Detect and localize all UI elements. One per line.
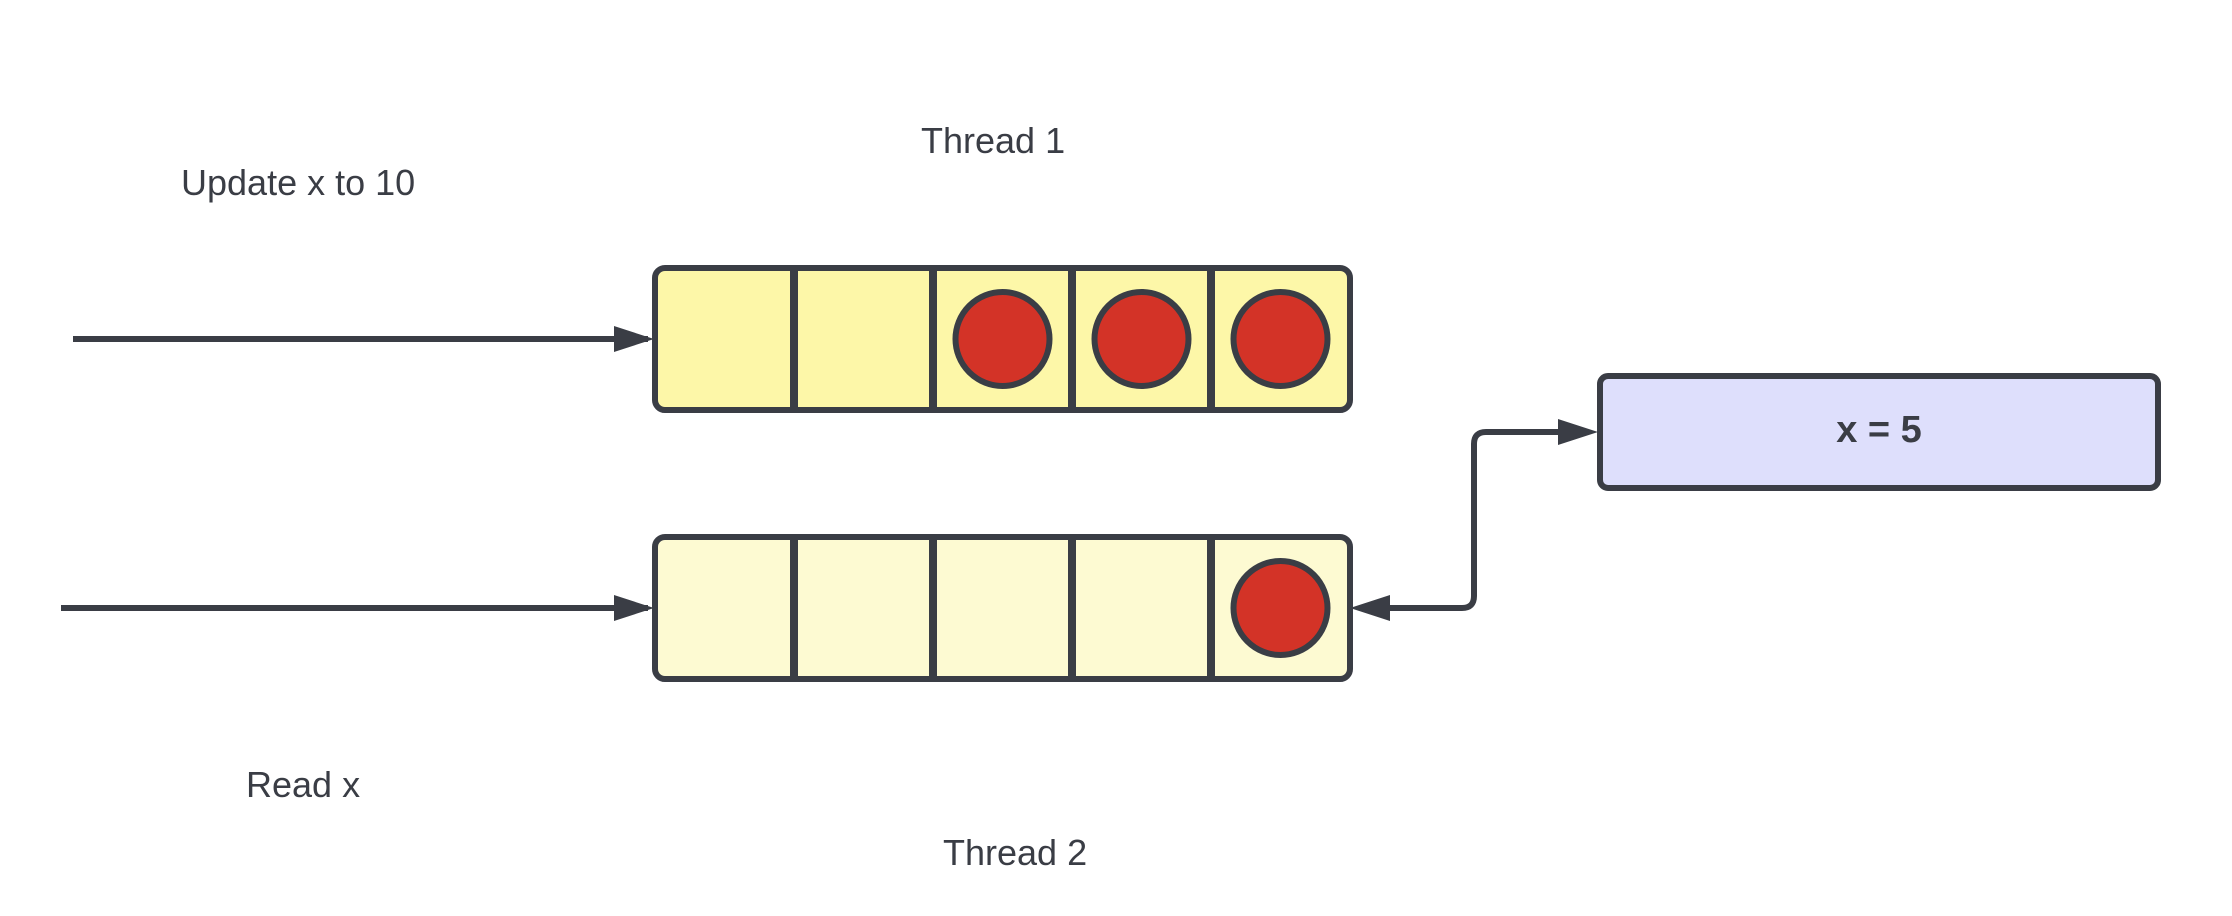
queue-token: [1230, 289, 1331, 389]
update-arrow-head: [614, 326, 654, 352]
thread-2-queue: [652, 534, 1353, 682]
update-x-label: Update x to 10: [181, 162, 416, 203]
memory-connector: [1390, 429, 1560, 611]
read-x-label: Read x: [246, 764, 361, 805]
read-arrow-head: [614, 595, 654, 621]
queue-token: [1230, 558, 1331, 658]
thread-1-label: Thread 1: [921, 120, 1066, 161]
memory-label: x = 5: [1836, 409, 1922, 451]
queue-arrow-head: [1350, 595, 1390, 621]
queue-token: [952, 289, 1053, 389]
memory-box: [1597, 373, 2161, 491]
thread-2-label: Thread 2: [943, 832, 1088, 873]
queue-frame: [652, 534, 1353, 682]
queue-token: [1091, 289, 1192, 389]
memory-arrow-head: [1558, 419, 1598, 445]
thread-1-queue: [652, 265, 1353, 413]
thread-queues: [652, 265, 1353, 682]
